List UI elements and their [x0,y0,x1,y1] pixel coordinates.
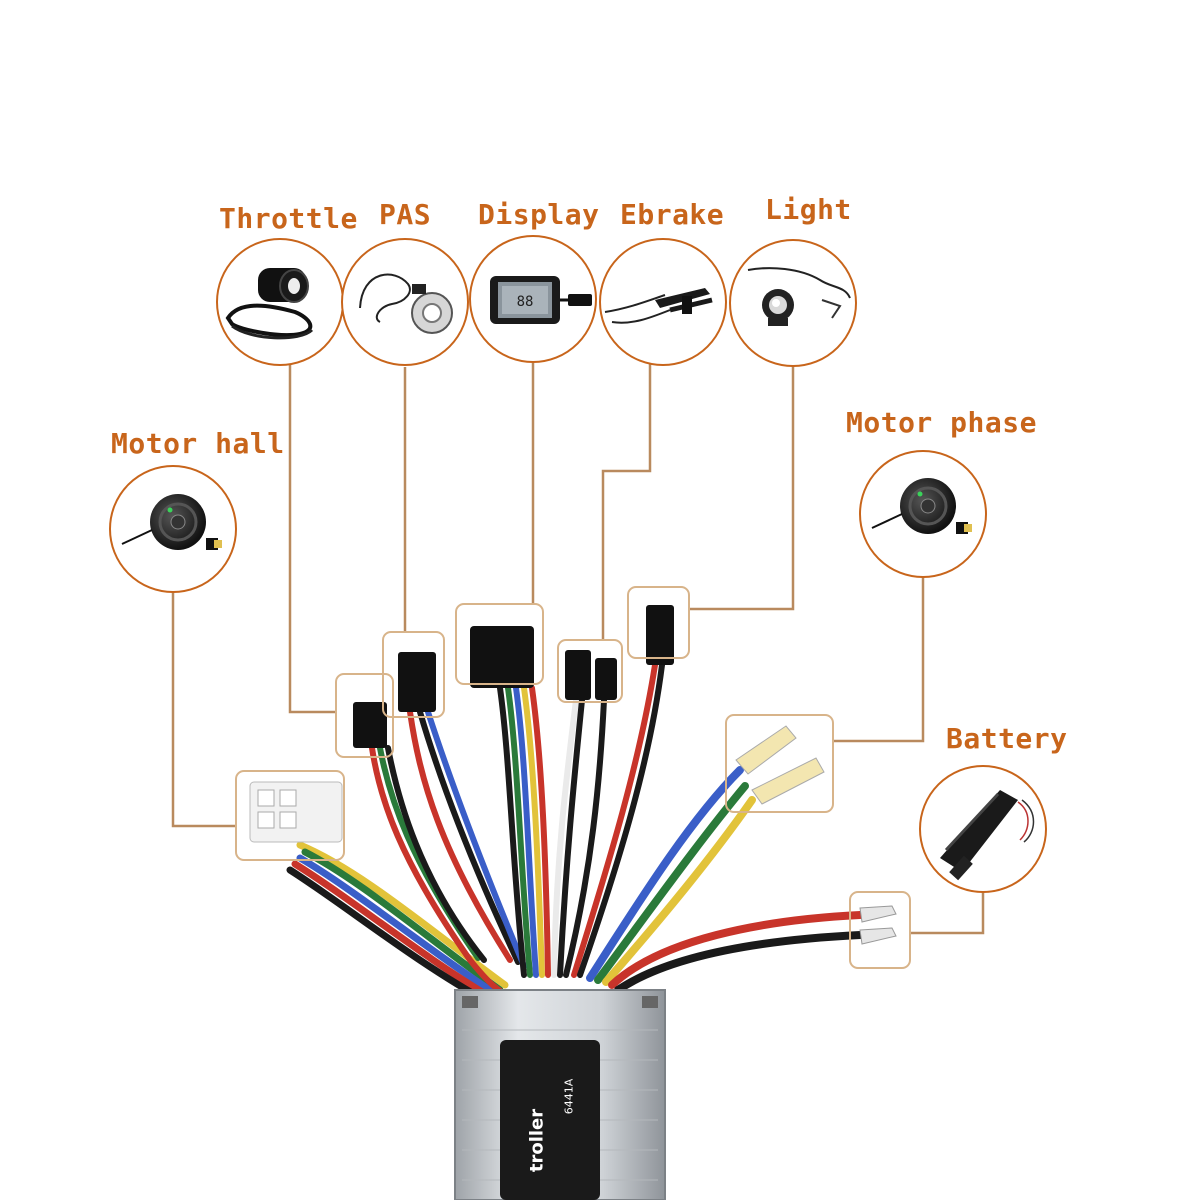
ebrake-line [601,364,652,640]
label-pas: PAS [379,198,432,231]
controller-name-text: troller [526,1108,548,1173]
leader-lines [171,363,985,935]
light-line [688,366,795,611]
controller-label-plate [500,1040,600,1200]
svg-text:88: 88 [517,294,534,310]
ebrake-box [557,639,623,703]
label-motor-hall: Motor hall [111,427,285,460]
label-throttle: Throttle [219,202,358,235]
label-light: Light [765,193,852,226]
pas-box [382,631,445,718]
label-motor-phase: Motor phase [846,406,1037,439]
motor-hall-icon [121,494,222,550]
controller-box [454,989,666,1200]
phase-box [725,714,834,813]
motor-phase-icon [871,478,972,534]
throttle-line [288,364,336,714]
label-display: Display [478,198,600,231]
battery-line [910,892,985,935]
wire-harness [286,662,864,1006]
motor-phase-line [833,577,925,743]
controller-model-text: 6441A [562,1078,576,1115]
label-ebrake: Ebrake [620,198,725,231]
throttle-box [335,673,394,758]
connector-plugs [249,605,897,945]
label-battery: Battery [946,722,1068,755]
battery-icon [940,790,1035,881]
ebrake-icon [604,288,713,324]
battery-box [849,891,911,969]
highlight-boxes [235,586,911,969]
light-box [627,586,690,659]
throttle-icon [225,268,314,340]
hall-box [235,770,345,861]
motor-hall-line [171,592,236,828]
display-icon: 88 [490,276,592,324]
display-box [455,603,544,685]
pas-icon [359,273,453,334]
light-icon [747,267,851,326]
